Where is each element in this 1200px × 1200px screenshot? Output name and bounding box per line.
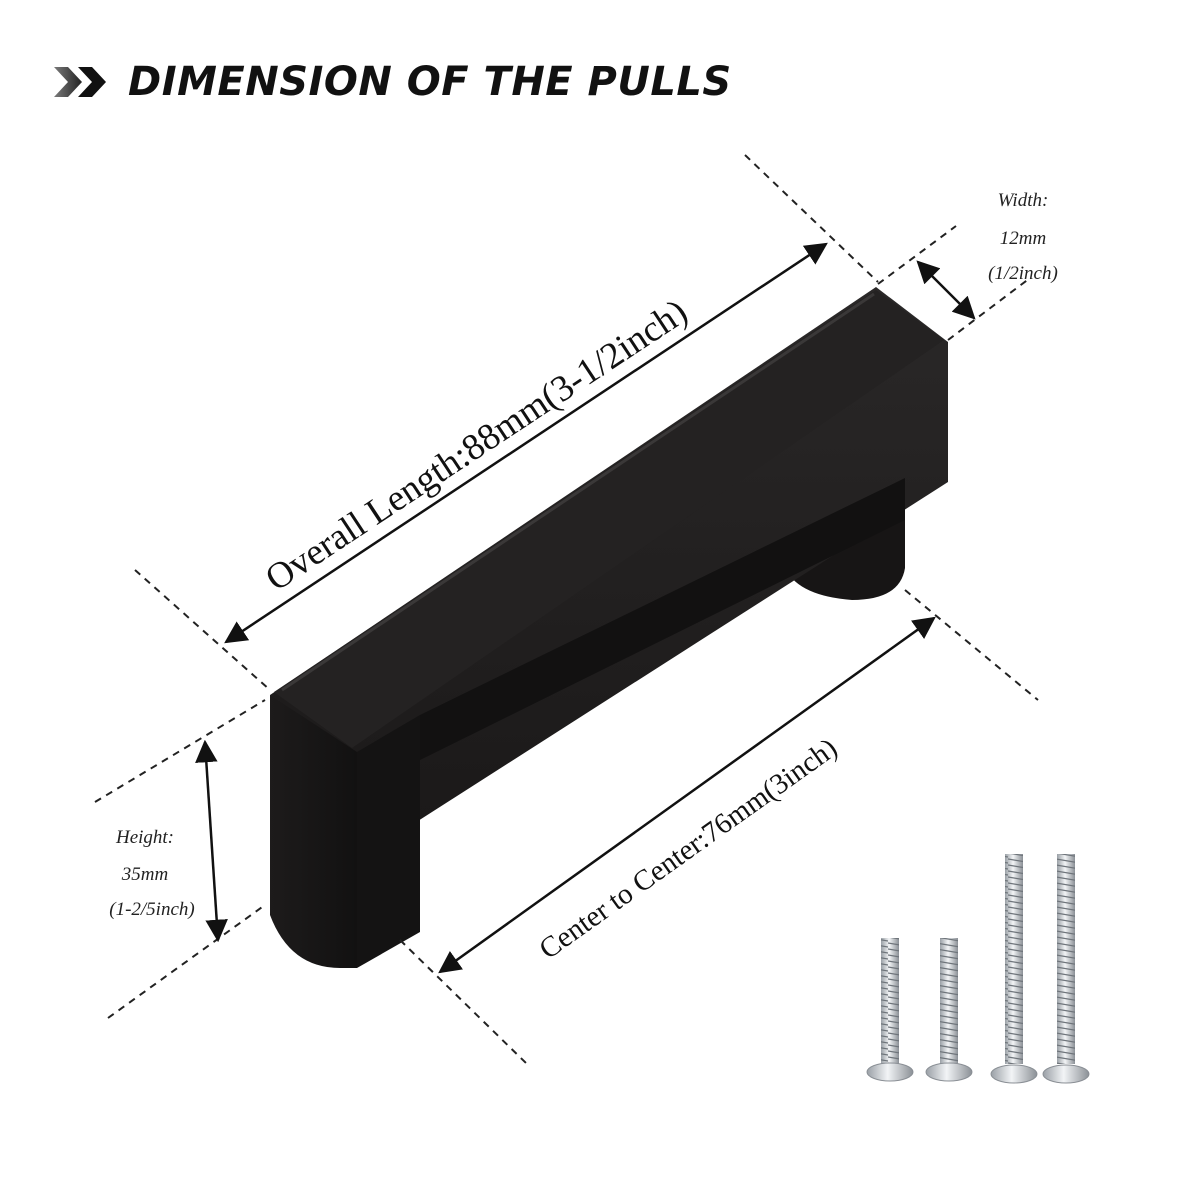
page-title: DIMENSION OF THE PULLS — [128, 59, 732, 105]
width-arrow — [916, 260, 976, 320]
double-chevron-icon — [54, 67, 106, 97]
header: DIMENSION OF THE PULLS — [52, 52, 732, 112]
center-to-center-arrow — [438, 616, 936, 974]
height-imperial: (1-2/5inch) — [109, 899, 194, 920]
screw-long — [1042, 854, 1090, 1084]
screw-short — [925, 938, 973, 1082]
width-label: Width: — [998, 190, 1049, 211]
height-annotation: Height: 35mm (1-2/5inch) — [109, 827, 194, 920]
mounting-screws — [866, 854, 1090, 1084]
height-metric: 35mm — [121, 864, 168, 885]
height-label: Height: — [115, 827, 174, 848]
screw-long — [990, 854, 1038, 1084]
width-imperial: (1/2inch) — [988, 263, 1058, 284]
screw-short — [866, 938, 914, 1082]
height-arrow — [195, 739, 228, 943]
width-metric: 12mm — [1000, 228, 1046, 249]
overall-length-arrow — [224, 242, 828, 644]
dimension-arrows — [195, 242, 976, 974]
extension-lines — [94, 154, 1039, 1066]
center-to-center-label: Center to Center:76mm(3inch) — [533, 732, 843, 966]
width-annotation: Width: 12mm (1/2inch) — [988, 190, 1058, 284]
